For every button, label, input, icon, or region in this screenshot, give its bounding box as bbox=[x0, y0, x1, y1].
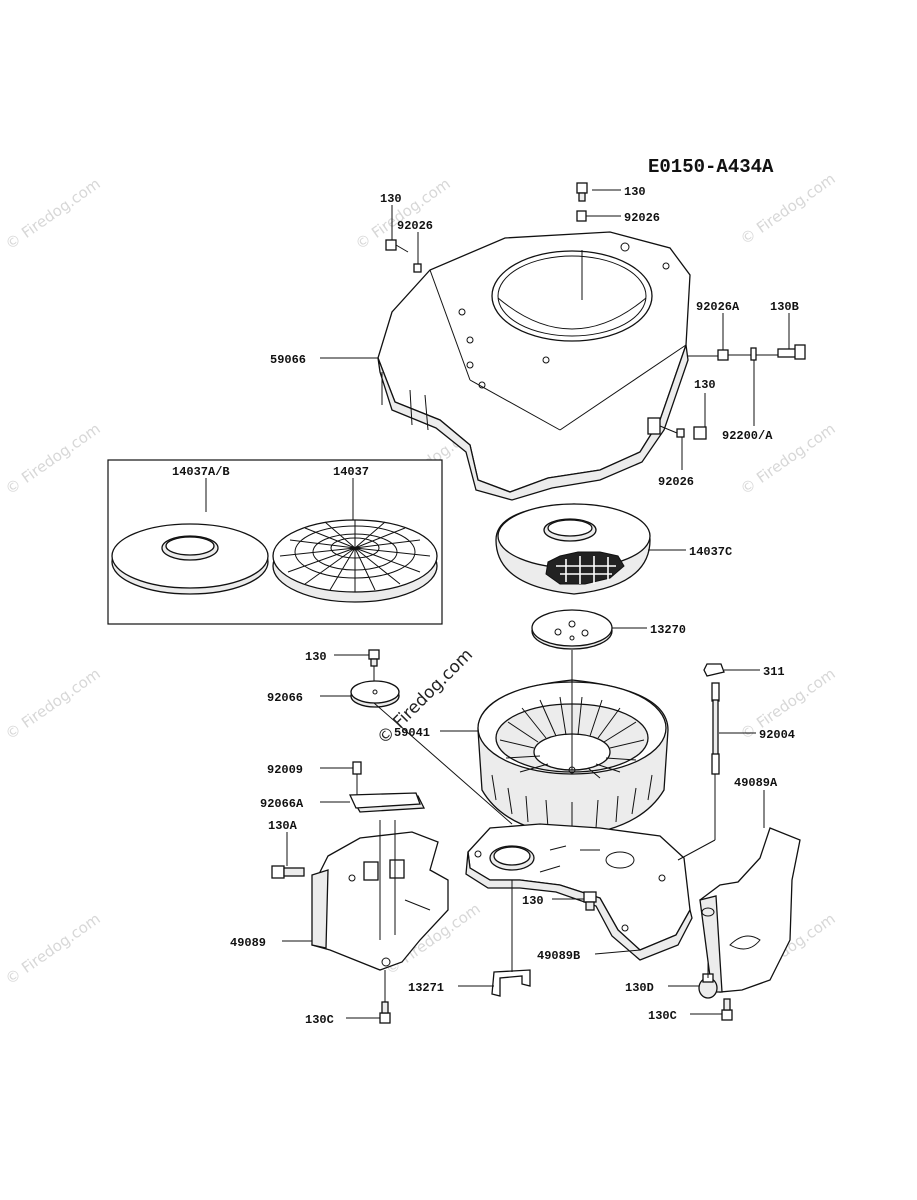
screw-130-top bbox=[576, 182, 588, 202]
baffle-49089B bbox=[465, 823, 693, 961]
ref-92004: 92004 bbox=[759, 728, 795, 742]
bolt-130C-right bbox=[721, 998, 733, 1021]
watermark: © Firedog.com bbox=[2, 175, 104, 254]
ref-92026-top: 92026 bbox=[624, 211, 660, 225]
ref-130C-right: 130C bbox=[648, 1009, 677, 1023]
ref-311: 311 bbox=[763, 665, 785, 679]
fan-59041 bbox=[477, 650, 669, 837]
screen-14037C bbox=[495, 503, 651, 595]
ref-13271: 13271 bbox=[408, 981, 444, 995]
bolt-92009 bbox=[352, 761, 362, 775]
plate-13270 bbox=[531, 609, 613, 650]
bolt-130C-left bbox=[379, 1001, 391, 1024]
ref-59041: 59041 bbox=[394, 726, 430, 740]
ref-14037: 14037 bbox=[333, 465, 369, 479]
stud-92004 bbox=[711, 682, 720, 775]
watermark: © Firedog.com bbox=[737, 170, 839, 249]
ref-92026-right: 92026 bbox=[658, 475, 694, 489]
bolt-130-right bbox=[676, 426, 707, 440]
leader-lines bbox=[205, 189, 790, 1019]
ref-92026-left: 92026 bbox=[397, 219, 433, 233]
watermark: © Firedog.com bbox=[352, 175, 454, 254]
ref-130C-left: 130C bbox=[305, 1013, 334, 1027]
watermark: © Firedog.com bbox=[2, 910, 104, 989]
ref-92200A: 92200/A bbox=[722, 429, 773, 443]
ref-130-left: 130 bbox=[380, 192, 402, 206]
collar-92026A bbox=[717, 349, 729, 361]
ref-92066: 92066 bbox=[267, 691, 303, 705]
tab-shroud-right bbox=[647, 417, 661, 435]
ref-130-low: 130 bbox=[522, 894, 544, 908]
ref-92066A: 92066A bbox=[260, 797, 304, 811]
baffle-49089 bbox=[311, 820, 449, 971]
fan-shroud-59066 bbox=[377, 231, 691, 501]
nut-311 bbox=[703, 663, 725, 677]
diagram-code: E0150-A434A bbox=[648, 156, 774, 178]
collar-92026-top bbox=[576, 210, 587, 222]
ref-14037C: 14037C bbox=[689, 545, 732, 559]
screen-14037 bbox=[272, 519, 438, 603]
ref-130-right: 130 bbox=[694, 378, 716, 392]
ref-49089B: 49089B bbox=[537, 949, 580, 963]
ref-130D: 130D bbox=[625, 981, 654, 995]
bolt-130A bbox=[271, 865, 305, 879]
washer-92200A bbox=[750, 347, 757, 361]
cover-92066A bbox=[348, 792, 426, 813]
bracket-13271 bbox=[491, 969, 531, 997]
collar-92026-left bbox=[413, 263, 422, 273]
ref-49089: 49089 bbox=[230, 936, 266, 950]
ref-130A: 130A bbox=[268, 819, 298, 833]
bolt-130B bbox=[777, 344, 806, 360]
watermark: © Firedog.com bbox=[2, 665, 104, 744]
ref-130-top: 130 bbox=[624, 185, 646, 199]
cover-92066 bbox=[350, 680, 400, 708]
screw-130-mid bbox=[368, 649, 380, 667]
watermark: © Firedog.com bbox=[2, 420, 104, 499]
ref-92026A: 92026A bbox=[696, 300, 740, 314]
bolt-130-low bbox=[583, 891, 597, 911]
baffle-49089A bbox=[699, 827, 801, 993]
ref-13270: 13270 bbox=[650, 623, 686, 637]
ref-14037AB: 14037A/B bbox=[172, 465, 230, 479]
screw-130-left bbox=[385, 239, 409, 253]
ref-130-mid: 130 bbox=[305, 650, 327, 664]
ref-49089A: 49089A bbox=[734, 776, 778, 790]
part-labels: 130 92026 130 92026 92026A 130B 59066 13… bbox=[172, 185, 799, 1027]
ref-92009: 92009 bbox=[267, 763, 303, 777]
pad-14037AB bbox=[111, 523, 269, 595]
ref-130B: 130B bbox=[770, 300, 799, 314]
ref-59066: 59066 bbox=[270, 353, 306, 367]
